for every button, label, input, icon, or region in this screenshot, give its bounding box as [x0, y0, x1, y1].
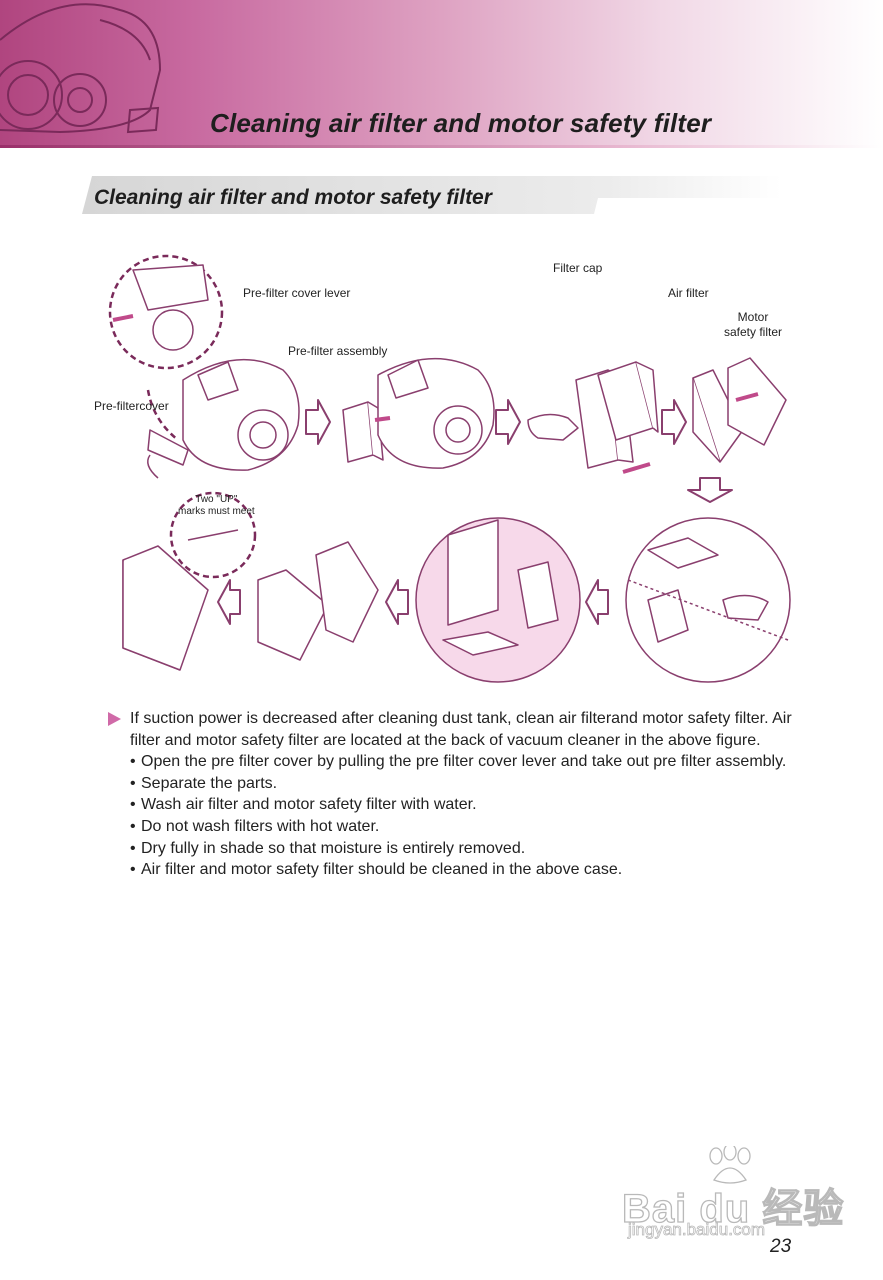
page-number: 23	[770, 1236, 792, 1257]
vacuum-cleaner-header-illustration	[0, 3, 162, 134]
label-pre-filter-cover-lever: Pre-filter cover lever	[243, 286, 351, 300]
label-up-marks-line2: marks must meet	[178, 506, 255, 517]
step-arrow-3	[661, 399, 687, 445]
section-title: Cleaning air filter and motor safety fil…	[94, 186, 492, 209]
step-item: Separate the parts.	[130, 773, 798, 795]
instructions-block: If suction power is decreased after clea…	[108, 708, 798, 881]
step-arrow-2	[495, 399, 521, 445]
label-filter-cap: Filter cap	[553, 261, 603, 275]
pre-filter-assembly-box	[342, 401, 374, 463]
motor-safety-filter	[727, 357, 787, 446]
hand-holding-filter	[527, 413, 579, 441]
step-arrow-left-2	[385, 579, 409, 625]
step-item: Dry fully in shade so that moisture is e…	[130, 838, 798, 860]
page-header-title: Cleaning air filter and motor safety fil…	[210, 108, 712, 138]
triangle-bullet-icon	[108, 712, 121, 726]
step-item: Air filter and motor safety filter shoul…	[130, 859, 798, 881]
label-pre-filter-assembly: Pre-filter assembly	[288, 344, 388, 358]
step-item: Open the pre filter cover by pulling the…	[130, 751, 798, 773]
paw-logo-icon	[709, 1146, 751, 1184]
label-up-marks: Two "UP" marks must meet	[178, 494, 255, 518]
label-air-filter: Air filter	[668, 286, 709, 300]
step-arrow-down	[687, 477, 733, 503]
step-arrow-1	[305, 399, 331, 445]
step-arrow-left-1	[585, 579, 609, 625]
instructions-steps: Open the pre filter cover by pulling the…	[108, 751, 798, 881]
filter-steps-diagram	[108, 254, 791, 683]
baidu-watermark: Bai du 经验 jingyan.baidu.com	[621, 1146, 844, 1246]
watermark-url: jingyan.baidu.com	[628, 1220, 766, 1240]
label-motor-safety-filter-line2: safety filter	[724, 325, 783, 339]
label-up-marks-line1: Two "UP"	[195, 494, 238, 505]
step-item: Wash air filter and motor safety filter …	[130, 794, 798, 816]
step-item: Do not wash filters with hot water.	[130, 816, 798, 838]
label-motor-safety-filter-line1: Motor	[737, 310, 769, 324]
instructions-intro: If suction power is decreased after clea…	[130, 710, 792, 749]
instructions-intro-row: If suction power is decreased after clea…	[108, 708, 798, 751]
watermark-brand: Bai du 经验	[621, 1186, 845, 1231]
section-banner	[82, 176, 782, 214]
filter-cleaning-figure: Pre-filter cover lever Pre-filter assemb…	[88, 250, 800, 690]
label-pre-filter-cover: Pre-filtercover	[94, 399, 169, 413]
step-arrow-left-3	[217, 579, 241, 625]
label-motor-safety-filter: Motor safety filter	[724, 310, 782, 340]
